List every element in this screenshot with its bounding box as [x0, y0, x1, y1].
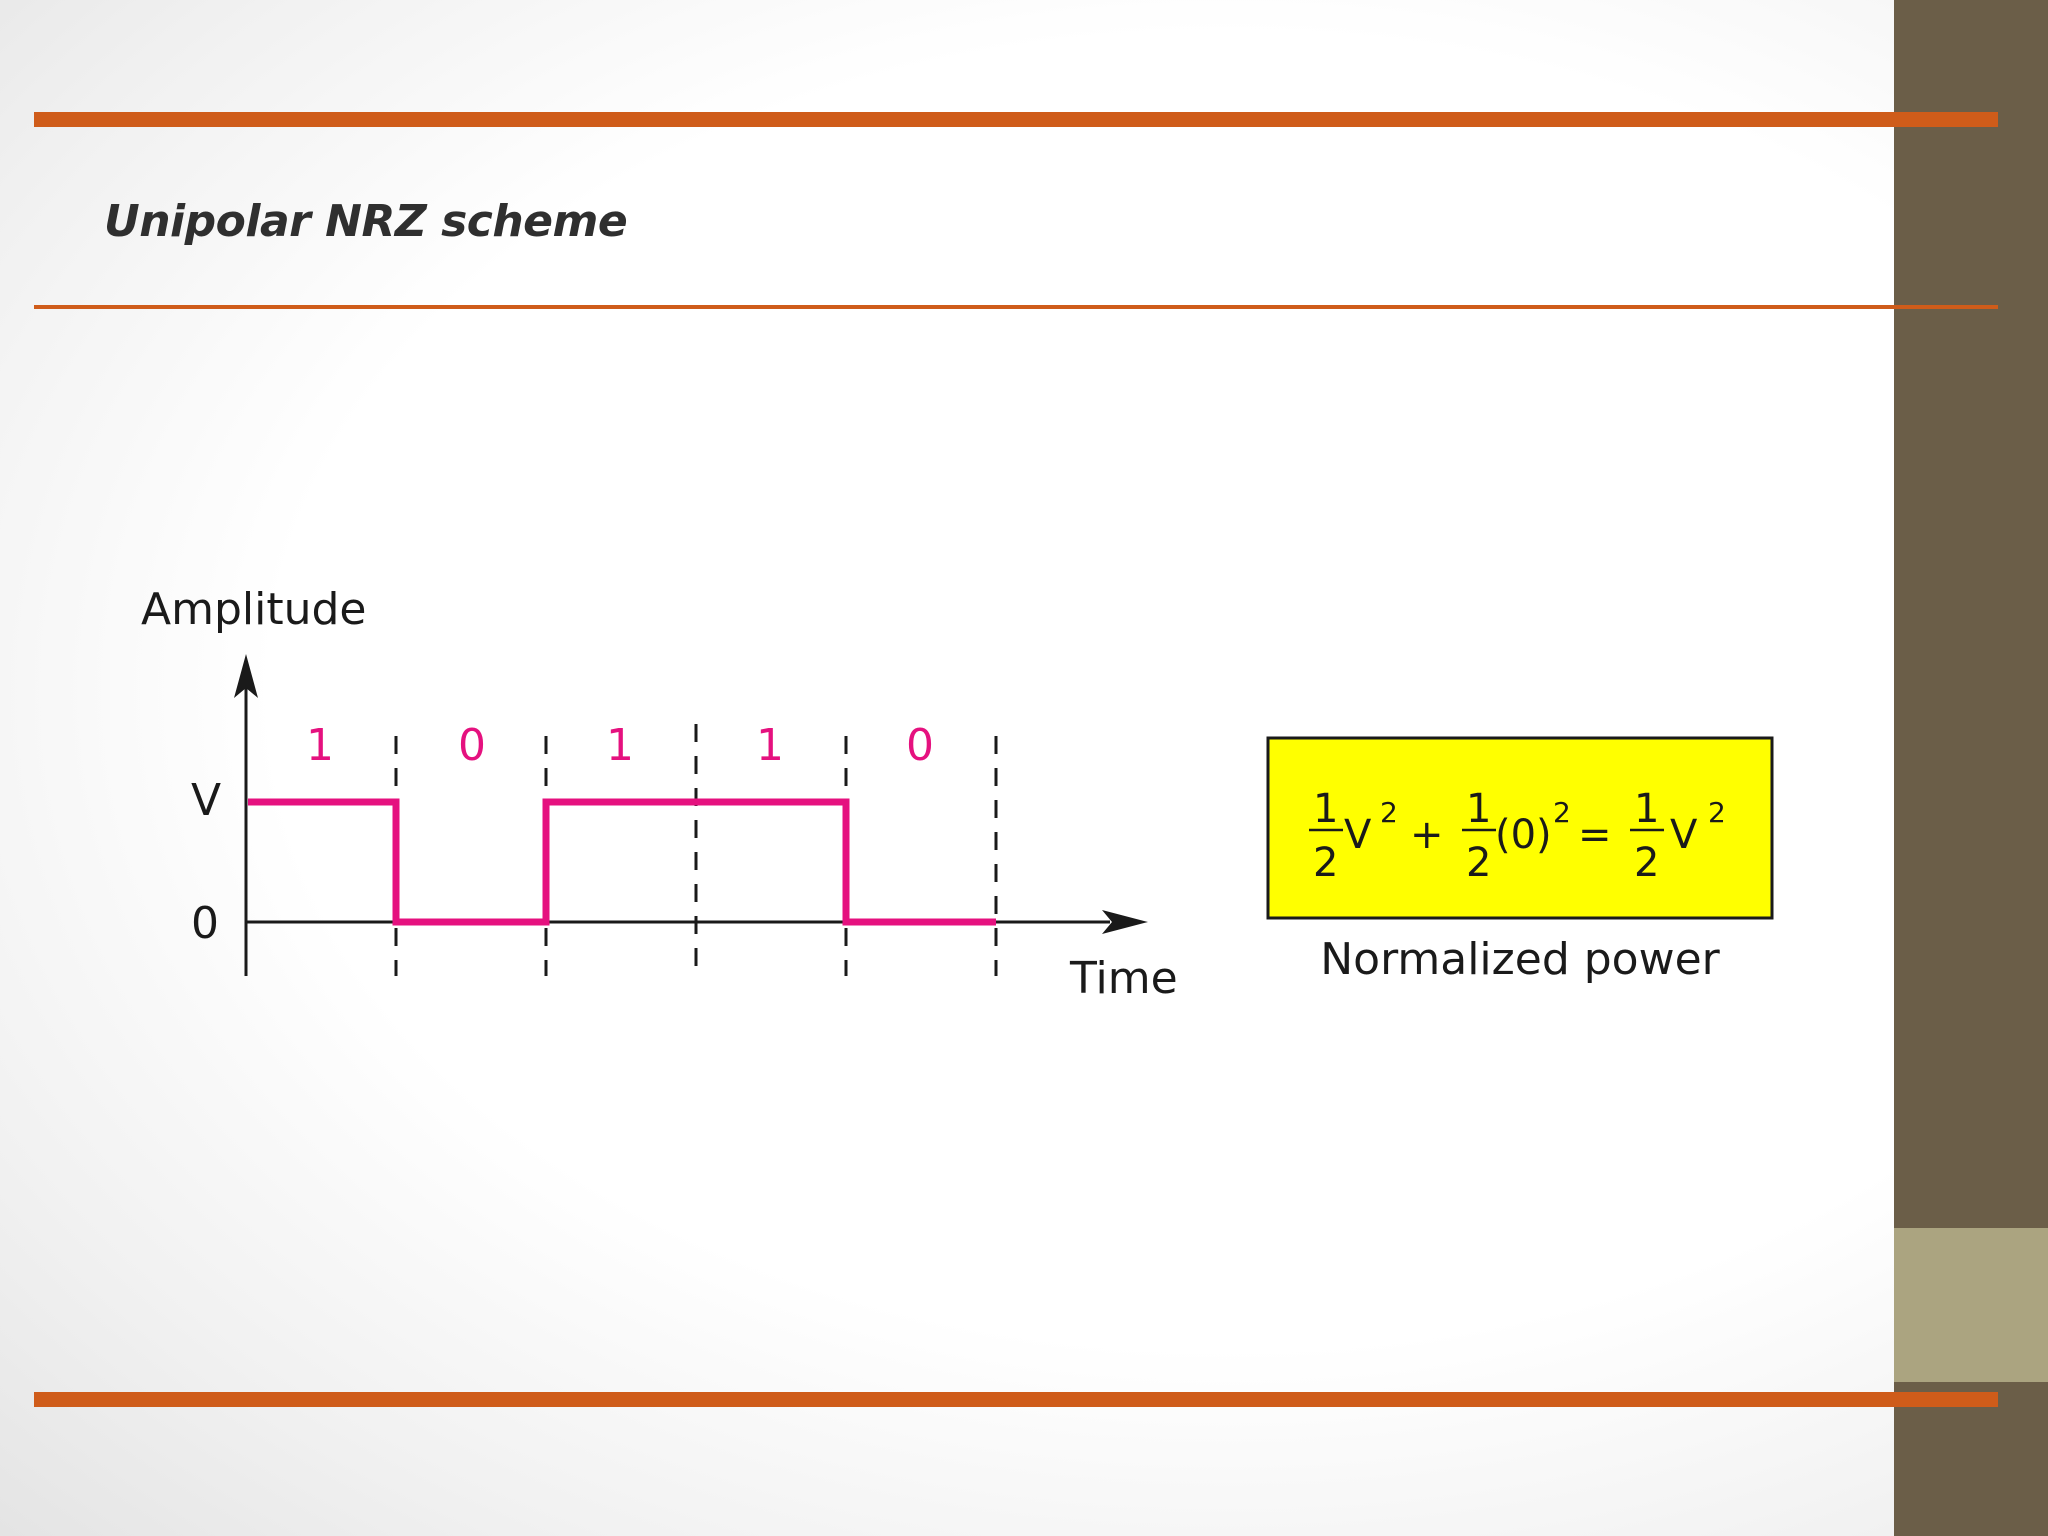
bit-label-3: 1	[606, 720, 634, 771]
slide-title: Unipolar NRZ scheme	[104, 196, 628, 247]
x-axis-label: Time	[1069, 953, 1178, 1004]
result-denominator: 2	[1634, 840, 1659, 886]
term1-exponent: 2	[1380, 796, 1398, 829]
title-underline-rule	[34, 305, 1998, 309]
term2-base: (0)	[1495, 812, 1552, 858]
term1-base: V	[1344, 812, 1372, 858]
y-axis-label: Amplitude	[141, 584, 366, 635]
bit-label-4: 1	[756, 720, 784, 771]
level-zero-label: 0	[191, 898, 219, 949]
bit-label-2: 0	[458, 720, 486, 771]
result-exponent: 2	[1708, 796, 1726, 829]
bit-label-1: 1	[306, 720, 334, 771]
result-base: V	[1670, 812, 1698, 858]
top-rule	[34, 112, 1998, 127]
plus-sign: +	[1410, 812, 1444, 858]
bit-label-5: 0	[906, 720, 934, 771]
term2-exponent: 2	[1553, 796, 1571, 829]
result-numerator: 1	[1634, 786, 1659, 832]
term1-denominator: 2	[1313, 840, 1338, 886]
x-axis-arrow	[1102, 910, 1148, 934]
formula-box	[1266, 736, 1774, 920]
term2-denominator: 2	[1466, 840, 1491, 886]
bottom-rule	[34, 1392, 1998, 1407]
term2-numerator: 1	[1466, 786, 1491, 832]
signal-waveform	[248, 798, 996, 926]
y-axis-arrow	[234, 654, 258, 698]
equals-sign: =	[1578, 812, 1612, 858]
level-high-label: V	[191, 775, 221, 826]
term1-numerator: 1	[1313, 786, 1338, 832]
side-accent-block	[1894, 1228, 2048, 1382]
formula-caption: Normalized power	[1320, 934, 1720, 985]
